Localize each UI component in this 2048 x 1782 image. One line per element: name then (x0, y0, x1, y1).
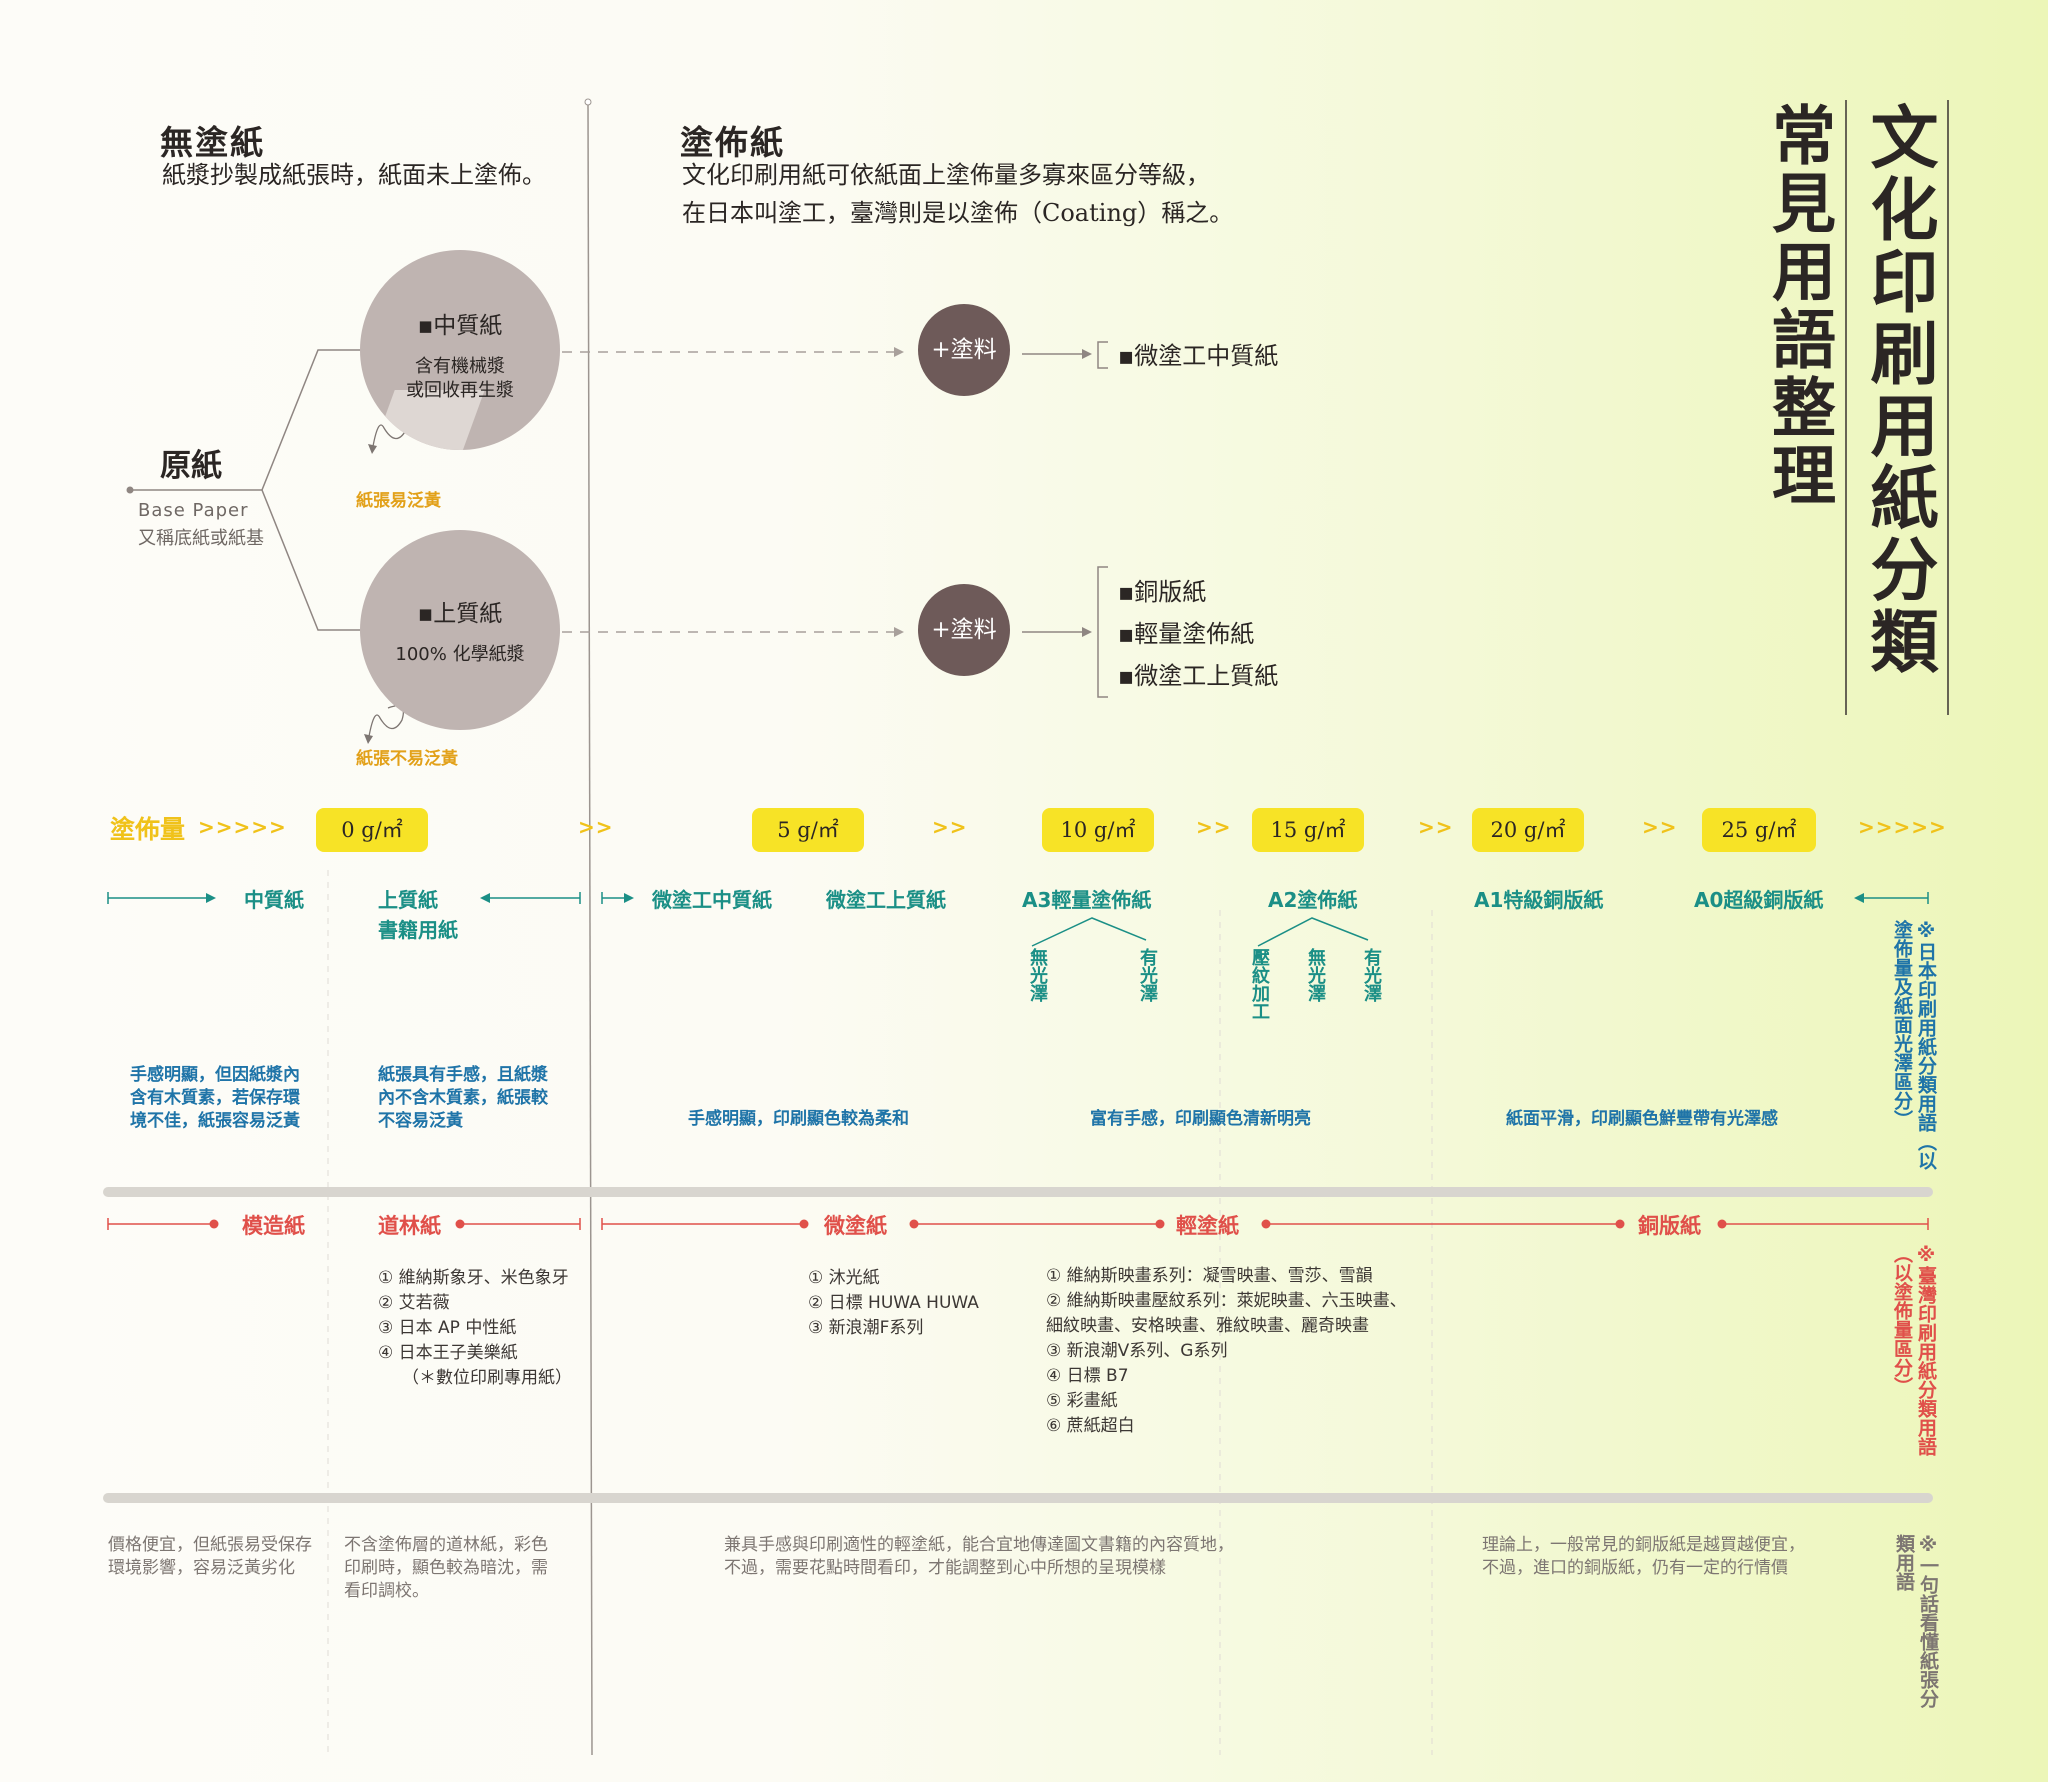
coated-desc-2: 在日本叫塗工，臺灣則是以塗佈（Coating）稱之。 (682, 199, 1234, 227)
list-item: ③ 日本 AP 中性紙 (378, 1318, 517, 1338)
jp-grade-medium: 中質紙 (244, 888, 304, 912)
summary-side-note: ※一句話看懂紙張分類用語 (1893, 1534, 1939, 1708)
coating-amount-label: 塗佈量 (110, 815, 186, 844)
scale-arrow-1: >> (578, 815, 614, 839)
base-paper-label: 原紙 (160, 448, 222, 484)
jp-note-coated: 紙面平滑，印刷顯色鮮豐帶有光澤感 (1506, 1109, 1778, 1129)
jp-grade-a2: A2塗佈紙 (1268, 888, 1358, 912)
micro-list: ① 沐光紙 ② 日標 HUWA HUWA ③ 新浪潮F系列 (808, 1266, 979, 1341)
list-item: ② 艾若薇 (378, 1293, 450, 1313)
uncoated-desc: 紙漿抄製成紙張時，紙面未上塗佈。 (162, 161, 546, 189)
woodfree-paper-note: 紙張不易泛黃 (356, 749, 458, 769)
pill-5: 5 g/㎡ (752, 808, 864, 852)
output-light-coated: ▪輕量塗佈紙 (1118, 620, 1255, 648)
finish-gloss-a2: 有光澤 (1361, 948, 1382, 1002)
jp-grade-a3: A3輕量塗佈紙 (1022, 888, 1152, 912)
finish-emboss-a2: 壓紋加工 (1249, 948, 1270, 1020)
list-item: ③ 新浪潮F系列 (808, 1318, 924, 1338)
subtitle: 常見用語整理 (1761, 102, 1836, 510)
tw-grade-coated: 銅版紙 (1638, 1214, 1701, 1238)
jp-grade-book: 書籍用紙 (378, 918, 458, 942)
summary-simili: 價格便宜，但紙張易受保存環境影響，容易泛黃劣化 (108, 1535, 312, 1578)
list-item: ⑤ 彩畫紙 (1046, 1391, 1118, 1411)
output-coated: ▪銅版紙 (1118, 578, 1207, 606)
scale-arrow-4: >> (1418, 815, 1454, 839)
tw-grade-simili: 模造紙 (242, 1214, 305, 1238)
jp-note-micro: 手感明顯，印刷顯色較為柔和 (688, 1109, 909, 1129)
scale-arrow-3: >> (1196, 815, 1232, 839)
main-title: 文化印刷用紙分類 (1858, 102, 1938, 678)
pill-0: 0 g/㎡ (316, 808, 428, 852)
list-item: ⑥ 蔗紙超白 (1046, 1416, 1135, 1436)
tw-grade-light: 輕塗紙 (1176, 1214, 1239, 1238)
medium-paper-name: ▪中質紙 (417, 313, 503, 339)
jp-note-medium: 手感明顯，但因紙漿內含有木質素，若保存環境不佳，紙張容易泛黃 (130, 1065, 300, 1131)
base-paper-alt: 又稱底紙或紙基 (138, 528, 264, 549)
output-micro-medium: ▪微塗工中質紙 (1118, 342, 1279, 370)
list-item: ① 沐光紙 (808, 1268, 880, 1288)
list-item: ② 日標 HUWA HUWA (808, 1293, 979, 1313)
jp-grade-micro-medium: 微塗工中質紙 (652, 888, 772, 912)
jp-grade-a1: A1特級銅版紙 (1474, 888, 1604, 912)
coating-circle-1: +塗料 (918, 304, 1010, 396)
finish-gloss-a3: 有光澤 (1137, 948, 1158, 1002)
tw-grade-micro: 微塗紙 (824, 1214, 887, 1238)
list-item: ① 維納斯象牙、米色象牙 (378, 1268, 569, 1288)
list-item: ④ 日標 B7 (1046, 1366, 1129, 1386)
list-item: ④ 日本王子美樂紙 (378, 1343, 518, 1363)
woodfree-paper-name: ▪上質紙 (417, 601, 503, 627)
pill-25: 25 g/㎡ (1702, 808, 1816, 852)
medium-paper-desc-1: 含有機械漿 (415, 356, 505, 377)
uncoated-heading: 無塗紙 (160, 123, 265, 162)
finish-matte-a2: 無光澤 (1305, 948, 1326, 1002)
jp-grade-woodfree: 上質紙 (378, 888, 438, 912)
finish-matte-a3: 無光澤 (1027, 948, 1048, 1002)
woodfree-paper-desc: 100% 化學紙漿 (395, 644, 525, 665)
tw-grade-daolin: 道林紙 (378, 1214, 441, 1238)
summary-coated-1: 理論上，一般常見的銅版紙是越買越便宜， (1482, 1535, 1805, 1555)
base-paper-en: Base Paper (138, 500, 249, 521)
list-item: ③ 新浪潮V系列、G系列 (1046, 1341, 1228, 1361)
scale-arrow-5: >> (1642, 815, 1678, 839)
jp-side-note: ※日本印刷用紙分類用語（以塗佈量及紙面光澤區分） (1891, 920, 1937, 1170)
scale-arrow-start: >>>>> (198, 815, 287, 839)
woodfree-paper-circle (360, 530, 560, 730)
jp-note-woodfree: 紙張具有手感，且紙漿內不含木質素，紙張較不容易泛黃 (378, 1065, 548, 1131)
summary-light-2: 不過，需要花點時間看印，才能調整到心中所想的呈現模樣 (724, 1558, 1166, 1578)
jp-grade-micro-woodfree: 微塗工上質紙 (826, 888, 946, 912)
pill-15: 15 g/㎡ (1252, 808, 1364, 852)
jp-note-light: 富有手感，印刷顯色清新明亮 (1090, 1109, 1311, 1129)
summary-light-1: 兼具手感與印刷適性的輕塗紙，能合宜地傳達圖文書籍的內容質地， (724, 1535, 1234, 1555)
light-list: ① 維納斯映畫系列：凝雪映畫、雪莎、雪韻 ② 維納斯映畫壓紋系列：萊妮映畫、六玉… (1046, 1264, 1407, 1439)
output-micro-woodfree: ▪微塗工上質紙 (1118, 662, 1279, 690)
coated-heading: 塗佈紙 (680, 123, 785, 162)
medium-paper-desc-2: 或回收再生漿 (406, 380, 514, 401)
list-item: ② 維納斯映畫壓紋系列：萊妮映畫、六玉映畫、 (1046, 1291, 1407, 1311)
jp-grade-a0: A0超級銅版紙 (1694, 888, 1824, 912)
tw-side-note: ※臺灣印刷用紙分類用語（以塗佈量區分） (1891, 1244, 1937, 1456)
summary-coated-2: 不過，進口的銅版紙，仍有一定的行情價 (1482, 1558, 1788, 1578)
list-item: 細紋映畫、安格映畫、雅紋映畫、麗奇映畫 (1046, 1316, 1369, 1336)
coated-desc-1: 文化印刷用紙可依紙面上塗佈量多寡來區分等級， (682, 161, 1210, 189)
daolin-list: ① 維納斯象牙、米色象牙 ② 艾若薇 ③ 日本 AP 中性紙 ④ 日本王子美樂紙… (378, 1266, 572, 1391)
scale-arrow-2: >> (932, 815, 968, 839)
scale-arrow-end: >>>>> (1858, 815, 1947, 839)
pill-10: 10 g/㎡ (1042, 808, 1154, 852)
pill-20: 20 g/㎡ (1472, 808, 1584, 852)
coating-circle-2: +塗料 (918, 584, 1010, 676)
medium-paper-note: 紙張易泛黃 (356, 491, 441, 511)
list-item: ① 維納斯映畫系列：凝雪映畫、雪莎、雪韻 (1046, 1266, 1373, 1286)
medium-paper-circle (360, 250, 560, 450)
summary-daolin: 不含塗佈層的道林紙，彩色印刷時，顯色較為暗沈，需看印調校。 (344, 1535, 548, 1601)
list-item: （＊數位印刷專用紙） (402, 1368, 572, 1388)
